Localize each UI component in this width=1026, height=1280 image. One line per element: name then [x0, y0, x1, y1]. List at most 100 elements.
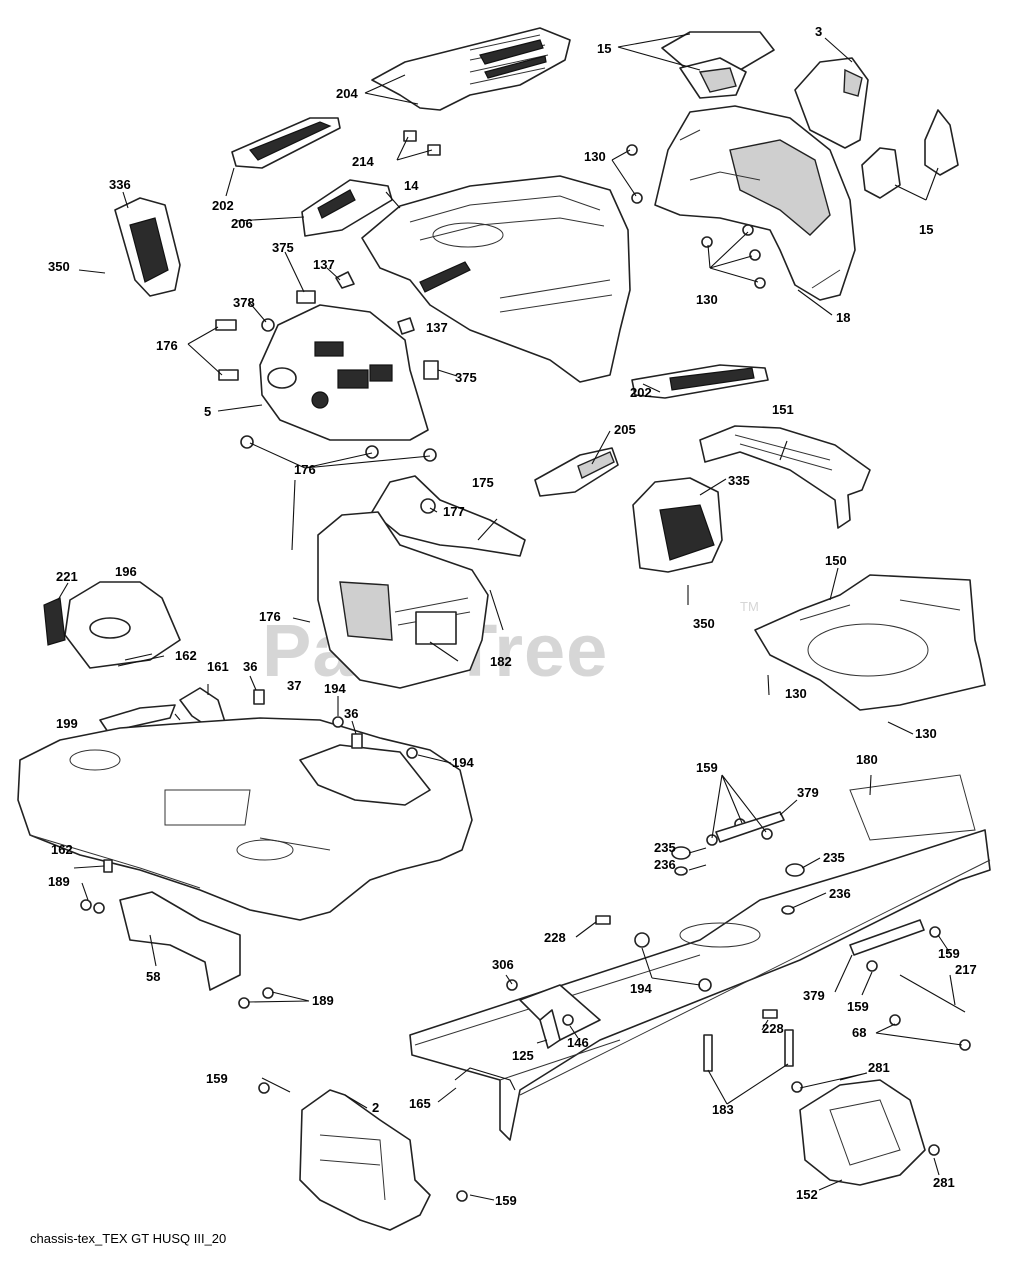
- callout-label: 189: [48, 874, 70, 889]
- callout-label: 379: [797, 785, 819, 800]
- part-336-side-panel: [114, 197, 181, 297]
- part-194-nuts: [332, 716, 418, 759]
- part-379-plates: [715, 811, 925, 956]
- callout-label: 281: [868, 1060, 890, 1075]
- callout-label: 159: [938, 946, 960, 961]
- callout-label: 217: [955, 962, 977, 977]
- part-150-floor-pan: [754, 574, 986, 711]
- part-206-bracket: [301, 179, 393, 237]
- callout-label: 152: [796, 1187, 818, 1202]
- part-236-washers: [674, 866, 795, 915]
- callout-label: 150: [825, 553, 847, 568]
- callout-label: 130: [584, 149, 606, 164]
- callout-label: 159: [696, 760, 718, 775]
- part-125-bracket: [539, 1009, 561, 1049]
- part-152-support: [799, 1079, 926, 1186]
- callout-label: 236: [829, 886, 851, 901]
- callout-label: 228: [544, 930, 566, 945]
- part-214-clips: [403, 130, 441, 156]
- callout-label: 205: [614, 422, 636, 437]
- callout-label: 335: [728, 473, 750, 488]
- part-217-rod: [899, 974, 966, 1013]
- part-281-bolts: [791, 1081, 940, 1156]
- callout-label: 199: [56, 716, 78, 731]
- callout-label: 159: [847, 999, 869, 1014]
- callout-label: 176: [156, 338, 178, 353]
- callout-label: 130: [915, 726, 937, 741]
- callout-label: 235: [823, 850, 845, 865]
- part-202-side-grille-top: [231, 117, 341, 169]
- part-68-bolts: [889, 1014, 971, 1051]
- watermark-tm: TM: [740, 599, 759, 614]
- callout-label: 182: [490, 654, 512, 669]
- callout-label: 235: [654, 840, 676, 855]
- callout-label: 5: [204, 404, 211, 419]
- part-2-rear-bracket: [299, 1089, 431, 1231]
- diagram-reference: chassis-tex_TEX GT HUSQ III_20: [30, 1231, 226, 1246]
- part-14-hood: [361, 175, 631, 383]
- callout-label: 206: [231, 216, 253, 231]
- callout-label: 159: [495, 1193, 517, 1208]
- callout-label: 68: [852, 1025, 866, 1040]
- callout-label: 375: [272, 240, 294, 255]
- callout-label: 204: [336, 86, 358, 101]
- callout-label: 336: [109, 177, 131, 192]
- part-202-side-grille-lower: [631, 364, 769, 399]
- callout-label: 214: [352, 154, 374, 169]
- part-175-bracket: [371, 475, 526, 557]
- callout-label: 379: [803, 988, 825, 1003]
- callout-label: 159: [206, 1071, 228, 1086]
- leader-lines: [57, 33, 963, 1201]
- callout-label: 176: [259, 609, 281, 624]
- part-183-bolts: [703, 1029, 794, 1072]
- part-3-cover: [794, 57, 869, 149]
- callout-label: 180: [856, 752, 878, 767]
- callout-label: 281: [933, 1175, 955, 1190]
- callout-label: 125: [512, 1048, 534, 1063]
- callout-label: 162: [51, 842, 73, 857]
- callout-label: 14: [404, 178, 419, 193]
- callout-label: 350: [693, 616, 715, 631]
- part-182-console: [317, 511, 489, 689]
- callout-label: 378: [233, 295, 255, 310]
- callout-label: 177: [443, 504, 465, 519]
- part-189-bolts: [80, 899, 274, 1009]
- part-378-nut: [261, 318, 275, 332]
- callout-label: 151: [772, 402, 794, 417]
- callout-label: 146: [567, 1035, 589, 1050]
- callout-label: 137: [426, 320, 448, 335]
- part-137-clip: [335, 271, 415, 335]
- callout-label: 306: [492, 957, 514, 972]
- callout-labels: 15 3 204 214 130 336 202 14 206 350 375 …: [48, 24, 977, 1208]
- callout-label: 130: [785, 686, 807, 701]
- callout-label: 161: [207, 659, 229, 674]
- part-196-tower: [64, 581, 181, 669]
- callout-label: 196: [115, 564, 137, 579]
- callout-label: 194: [452, 755, 474, 770]
- callout-label: 130: [696, 292, 718, 307]
- part-204-hood-top: [371, 27, 571, 111]
- part-205-trim: [534, 447, 619, 497]
- part-235-spacers: [671, 846, 805, 877]
- callout-label: 36: [243, 659, 257, 674]
- callout-label: 236: [654, 857, 676, 872]
- callout-label: 194: [324, 681, 346, 696]
- callout-label: 375: [455, 370, 477, 385]
- part-335-panel: [632, 477, 723, 573]
- callout-label: 165: [409, 1096, 431, 1111]
- callout-label: 194: [630, 981, 652, 996]
- part-306-nut: [506, 979, 518, 991]
- callout-label: 175: [472, 475, 494, 490]
- callout-label: 36: [344, 706, 358, 721]
- callout-label: 15: [597, 41, 611, 56]
- callout-label: 162: [175, 648, 197, 663]
- callout-label: 228: [762, 1021, 784, 1036]
- callout-label: 37: [287, 678, 301, 693]
- callout-label: 18: [836, 310, 850, 325]
- callout-label: 137: [313, 257, 335, 272]
- callout-label: 202: [212, 198, 234, 213]
- part-5-dash-panel: [259, 304, 429, 441]
- part-146-bolt: [562, 1014, 574, 1026]
- callout-label: 202: [630, 385, 652, 400]
